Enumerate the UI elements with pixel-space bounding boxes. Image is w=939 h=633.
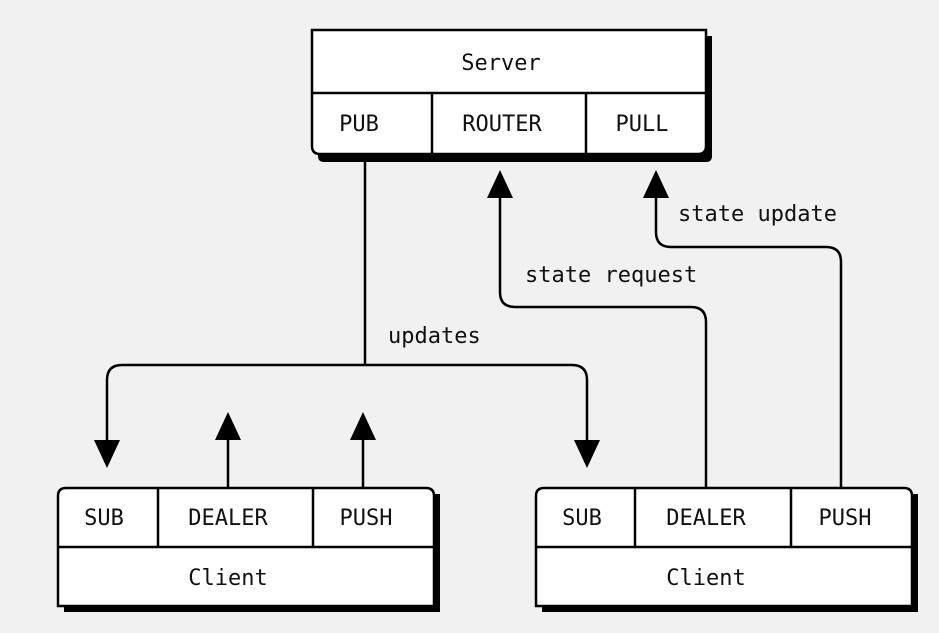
client-1-socket-push: PUSH	[340, 506, 393, 531]
arrowhead-up-pull	[643, 170, 669, 198]
label-updates: updates	[388, 324, 481, 349]
arrowhead-down-client-2-sub	[574, 440, 600, 468]
server-box: Server PUB ROUTER PULL	[310, 28, 712, 162]
client-1-title: Client	[188, 566, 267, 591]
arrowhead-up-client-1-dealer	[215, 412, 241, 440]
server-title: Server	[461, 51, 540, 76]
connector-state-update	[651, 173, 843, 488]
server-socket-pull: PULL	[616, 112, 669, 137]
label-state-request: state request	[525, 263, 697, 288]
server-socket-router: ROUTER	[462, 112, 542, 137]
arrowhead-down-client-1-sub	[94, 440, 120, 468]
label-state-update: state update	[678, 202, 837, 227]
arrowhead-up-client-1-push	[350, 412, 376, 440]
connector-updates-client-2	[365, 363, 592, 467]
client-box-2: SUB DEALER PUSH Client	[534, 486, 918, 612]
arrowheads	[94, 170, 669, 468]
client-2-title: Client	[666, 566, 745, 591]
client-2-socket-push: PUSH	[819, 506, 872, 531]
client-2-socket-dealer: DEALER	[666, 506, 746, 531]
server-socket-pub: PUB	[339, 112, 379, 137]
connector-state-request	[495, 173, 708, 488]
client-box-1: SUB DEALER PUSH Client	[56, 486, 440, 612]
client-2-socket-sub: SUB	[562, 506, 602, 531]
connectors	[102, 154, 843, 488]
arrowhead-up-router	[487, 170, 513, 198]
connector-updates-client-1	[102, 363, 365, 467]
client-1-socket-dealer: DEALER	[188, 506, 268, 531]
client-1-socket-sub: SUB	[84, 506, 124, 531]
